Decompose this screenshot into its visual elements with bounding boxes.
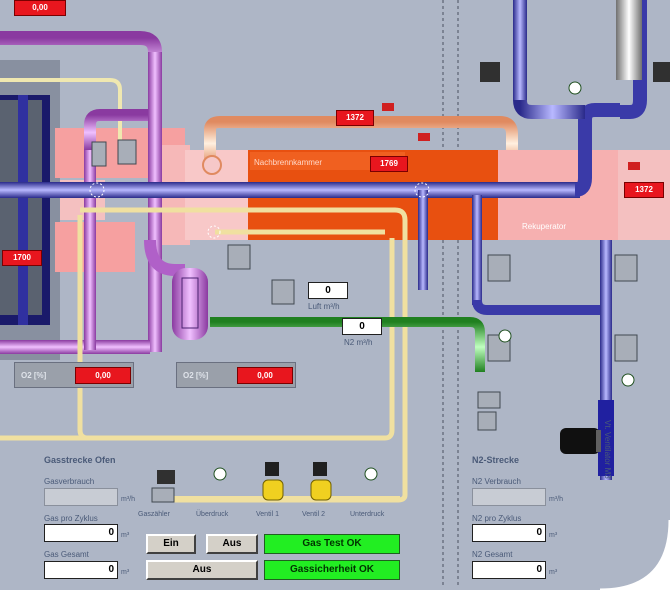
component-label: Gaszähler — [138, 511, 170, 518]
temp-top-duct: 1372 — [336, 110, 374, 126]
o2-value: 0,00 — [237, 367, 293, 384]
n2-unit: m³ — [549, 569, 558, 576]
ventilator-label: Vt. Ventilator M3 — [603, 420, 612, 479]
n2-gesamt-field: 0 — [472, 561, 546, 579]
gas-section-title: Gasstrecke Ofen — [44, 455, 116, 465]
o2-label: O2 [%] — [21, 371, 47, 380]
o2-label: O2 [%] — [183, 371, 209, 380]
o2-panel-right: O2 [%] 0,00 — [176, 362, 296, 388]
n2-pro-zyklus-field: 0 — [472, 524, 546, 542]
n2-row-label: N2 Gesamt — [472, 550, 513, 559]
luft-flow-value: 0 — [308, 282, 348, 299]
temp-left: 1700 — [2, 250, 42, 266]
component-label: Überdruck — [196, 511, 229, 518]
gasverbrauch-field — [44, 488, 118, 506]
temp-right: 1372 — [624, 182, 664, 198]
nachbrennkammer-label: Nachbrennkammer — [254, 158, 323, 167]
gas-row-label: Gasverbrauch — [44, 477, 95, 486]
n2-unit: m³/h — [549, 496, 563, 503]
gas-row-label: Gas Gesamt — [44, 550, 89, 559]
n2-verbrauch-field — [472, 488, 546, 506]
n2-row-label: N2 Verbrauch — [472, 477, 521, 486]
component-label: Ventil 2 — [302, 511, 325, 518]
ein-button[interactable]: Ein — [146, 534, 196, 554]
aus-button[interactable]: Aus — [206, 534, 258, 554]
gas-unit: m³ — [121, 532, 130, 539]
gas-row-label: Gas pro Zyklus — [44, 514, 98, 523]
n2-flow-label: N2 m³/h — [344, 338, 373, 347]
gas-gesamt-field: 0 — [44, 561, 118, 579]
n2-section-title: N2-Strecke — [472, 455, 520, 465]
top-left-value: 0,00 — [14, 0, 66, 16]
component-label: Unterdruck — [350, 511, 385, 518]
o2-value: 0,00 — [75, 367, 131, 384]
gas-test-status: Gas Test OK — [264, 534, 400, 554]
n2-row-label: N2 pro Zyklus — [472, 514, 522, 523]
gassicherheit-status: Gassicherheit OK — [264, 560, 400, 580]
rekuperator-label: Rekuperator — [522, 222, 567, 231]
gas-unit: m³ — [121, 569, 130, 576]
o2-panel-left: O2 [%] 0,00 — [14, 362, 134, 388]
luft-flow-label: Luft m³/h — [308, 302, 340, 311]
n2-unit: m³ — [549, 532, 558, 539]
n2-flow-value: 0 — [342, 318, 382, 335]
component-label: Ventil 1 — [256, 511, 279, 518]
temp-nachbrennkammer: 1769 — [370, 156, 408, 172]
gas-pro-zyklus-field: 0 — [44, 524, 118, 542]
aus-wide-button[interactable]: Aus — [146, 560, 258, 580]
gas-unit: m³/h — [121, 496, 135, 503]
